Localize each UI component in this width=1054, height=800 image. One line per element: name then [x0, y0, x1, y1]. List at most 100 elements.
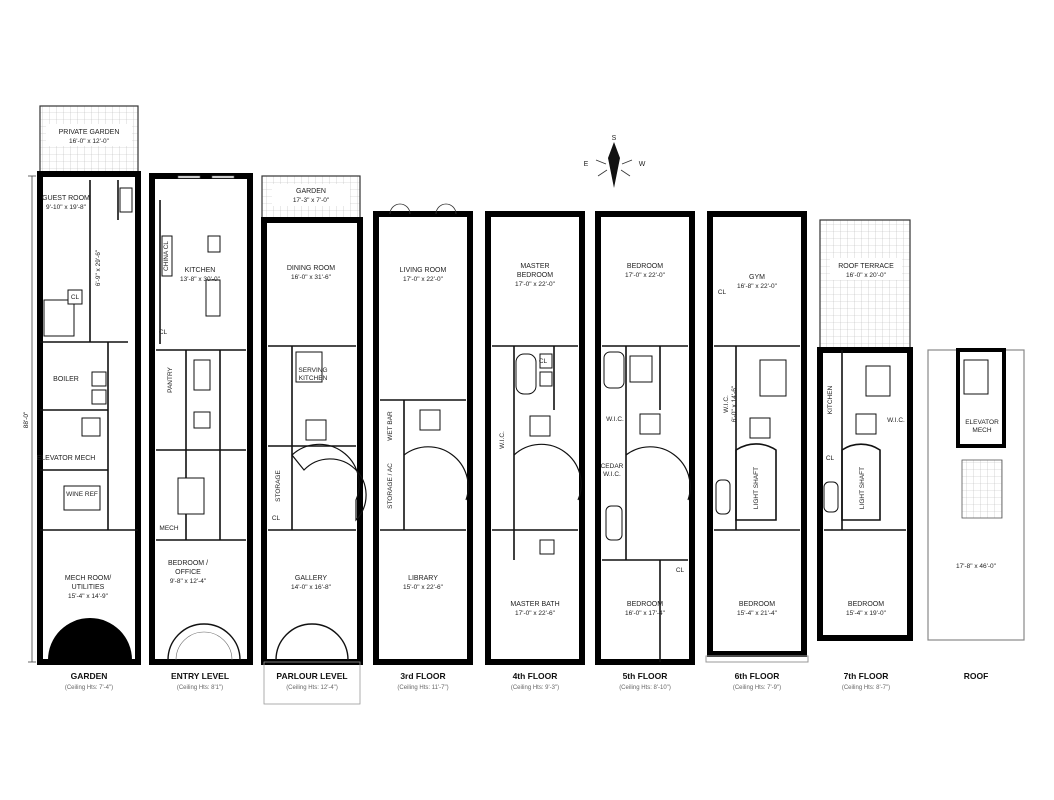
master-label: MASTER	[520, 263, 549, 270]
caption-roof: ROOF	[964, 671, 989, 681]
fifth-bedroom-label: BEDROOM	[627, 263, 663, 270]
living-room-label: LIVING ROOM	[400, 267, 447, 274]
caption-entry-ceiling: (Ceiling Hts: 8'1")	[177, 685, 223, 691]
parlour-garden-dim: 17'-3" x 7'-0"	[293, 197, 330, 204]
sixth-light-shaft-label: LIGHT SHAFT	[753, 467, 760, 509]
caption-third: 3rd FLOOR	[400, 671, 445, 681]
gallery-label: GALLERY	[295, 575, 327, 582]
master-bedroom-dim: 17'-0" x 22'-0"	[515, 281, 556, 288]
bedroom-office-label-2: OFFICE	[175, 569, 201, 576]
seventh-wic-label: W.I.C.	[887, 417, 905, 424]
fourth-floor-exterior-wall	[485, 211, 585, 665]
gym-dim: 16'-8" x 22'-0"	[737, 283, 778, 290]
caption-sixth: 6th FLOOR	[735, 671, 780, 681]
storage-ac-label: STORAGE / AC	[387, 463, 394, 509]
gym-label: GYM	[749, 274, 765, 281]
elevator-mech-label: ELEVATOR MECH	[37, 455, 96, 462]
cedar-label: CEDAR	[601, 463, 624, 470]
roof-terrace-dim: 16'-0" x 20'-0"	[846, 272, 887, 279]
fifth-cl-label: CL	[676, 567, 685, 574]
seventh-kitchen-label: KITCHEN	[827, 385, 834, 414]
fifth-floor-exterior-wall	[595, 211, 695, 665]
fifth-bedroom-2-label: BEDROOM	[627, 601, 663, 608]
pantry-label: PANTRY	[167, 366, 174, 392]
master-bedroom-label: BEDROOM	[517, 272, 553, 279]
fifth-wic-label: W.I.C.	[606, 416, 624, 423]
roof-dim: 17'-8" x 46'-0"	[956, 563, 997, 570]
private-garden-label: PRIVATE GARDEN	[59, 129, 120, 136]
caption-fifth-ceiling: (Ceiling Hts: 8'-10")	[619, 685, 671, 691]
sixth-cl-label: CL	[718, 289, 727, 296]
sixth-bedroom-label: BEDROOM	[739, 601, 775, 608]
utilities-label: UTILITIES	[72, 584, 105, 591]
seventh-cl-label: CL	[826, 455, 835, 462]
guest-room-dim: 9'-10" x 19'-8"	[46, 204, 87, 211]
overall-dimension: 88'-0"	[23, 175, 36, 663]
serving-kitchen-label: KITCHEN	[299, 375, 328, 382]
wet-bar-label: WET BAR	[387, 411, 394, 441]
fifth-bedroom-dim: 17'-0" x 22'-0"	[625, 272, 666, 279]
mech-room-label: MECH ROOM/	[65, 575, 111, 582]
compass-east-label: E	[584, 161, 589, 168]
caption-fifth: 5th FLOOR	[623, 671, 668, 681]
caption-fourth: 4th FLOOR	[513, 671, 558, 681]
overall-depth-label: 88'-0"	[23, 411, 30, 428]
caption-sixth-ceiling: (Ceiling Hts: 7'-9")	[733, 685, 781, 691]
compass-needle-icon	[608, 142, 620, 188]
sixth-floor-exterior-wall	[707, 211, 807, 657]
seventh-bedroom-label: BEDROOM	[848, 601, 884, 608]
parlour-garden-label: GARDEN	[296, 188, 326, 195]
caption-third-ceiling: (Ceiling Hts: 11'-7")	[397, 685, 448, 691]
sixth-wic-label: W.I.C.	[723, 395, 730, 413]
roof-terrace-area	[819, 219, 911, 349]
compass-west-label: W	[639, 161, 646, 168]
fourth-floor-plan: MASTER BEDROOM 17'-0" x 22'-0" W.I.C. CL…	[485, 211, 585, 665]
third-floor-plan: LIVING ROOM 17'-0" x 22'-0" WET BAR STOR…	[373, 203, 473, 665]
guest-room-label: GUEST ROOM	[42, 195, 90, 202]
fourth-cl-label: CL	[539, 358, 548, 365]
roof-elevator-label: ELEVATOR	[965, 419, 999, 426]
kitchen-label: KITCHEN	[185, 267, 216, 274]
entry-mech-label: MECH	[159, 525, 178, 532]
seventh-floor-plan: ROOF TERRACE 16'-0" x 20'-0" KITCHEN W.I…	[817, 219, 913, 641]
kitchen-dim: 13'-8" x 30'-0"	[180, 276, 221, 283]
seventh-floor-exterior-wall	[817, 347, 913, 641]
private-garden-dim: 16'-0" x 12'-0"	[69, 138, 110, 145]
sixth-bedroom-dim: 15'-4" x 21'-4"	[737, 610, 778, 617]
parlour-exterior-wall	[261, 217, 363, 665]
bedroom-office-dim: 9'-8" x 12'-4"	[170, 578, 207, 585]
mech-room-dim: 15'-4" x 14'-9"	[68, 593, 109, 600]
entry-level-plan: CHINA CL KITCHEN 13'-8" x 30'-0" CL PANT…	[149, 173, 253, 665]
boiler-label: BOILER	[53, 376, 79, 383]
sixth-wic-dim: 6'-0" x 14'-6"	[731, 385, 738, 422]
garden-level-plan: PRIVATE GARDEN 16'-0" x 12'-0" CL GUEST …	[37, 105, 141, 665]
dining-room-dim: 16'-0" x 31'-6"	[291, 274, 332, 281]
wine-ref-label: WINE REF	[66, 491, 98, 498]
caption-entry: ENTRY LEVEL	[171, 671, 229, 681]
library-dim: 15'-0" x 22'-6"	[403, 584, 444, 591]
cedar-wic-label: W.I.C.	[603, 471, 621, 478]
entry-cl-label: CL	[159, 329, 168, 336]
roof-mech-label: MECH	[972, 427, 991, 434]
compass: S E W	[584, 135, 646, 188]
fourth-wic-label: W.I.C.	[499, 431, 506, 449]
caption-garden: GARDEN	[71, 671, 108, 681]
master-bath-dim: 17'-0" x 22'-6"	[515, 610, 556, 617]
seventh-light-shaft-label: LIGHT SHAFT	[859, 467, 866, 509]
fifth-floor-plan: BEDROOM 17'-0" x 22'-0" W.I.C. CEDAR W.I…	[595, 211, 695, 665]
library-label: LIBRARY	[408, 575, 438, 582]
parlour-level-plan: GARDEN 17'-3" x 7'-0" DINING ROOM 16'-0"…	[261, 175, 367, 705]
caption-parlour: PARLOUR LEVEL	[276, 671, 347, 681]
dining-room-label: DINING ROOM	[287, 265, 335, 272]
third-floor-exterior-wall	[373, 211, 473, 665]
compass-south-label: S	[612, 135, 617, 142]
gallery-dim: 14'-0" x 16'-8"	[291, 584, 332, 591]
fifth-bedroom-2-dim: 16'-0" x 17'-4"	[625, 610, 666, 617]
roof-terrace-label: ROOF TERRACE	[838, 263, 894, 270]
garden-exterior-wall	[37, 171, 141, 665]
caption-seventh: 7th FLOOR	[844, 671, 889, 681]
storage-label: STORAGE	[275, 470, 282, 502]
living-room-dim: 17'-0" x 22'-0"	[403, 276, 444, 283]
caption-seventh-ceiling: (Ceiling Hts: 8'-7")	[842, 685, 890, 691]
